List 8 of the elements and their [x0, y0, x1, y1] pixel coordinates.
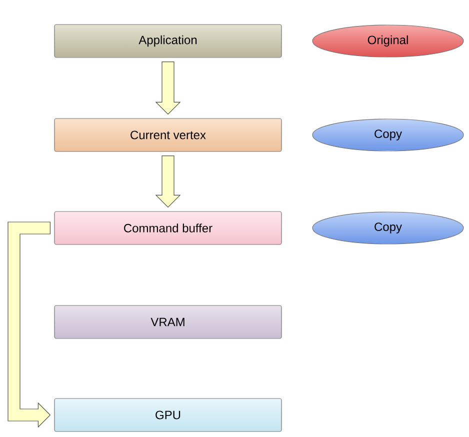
block-arrow — [8, 222, 51, 428]
process-box: Command buffer — [54, 211, 282, 245]
process-box: Application — [54, 24, 282, 58]
process-box: VRAM — [54, 305, 282, 339]
process-box: GPU — [54, 398, 282, 432]
block-arrow — [155, 156, 181, 208]
block-arrow — [155, 62, 181, 115]
process-box: Current vertex — [54, 118, 282, 152]
